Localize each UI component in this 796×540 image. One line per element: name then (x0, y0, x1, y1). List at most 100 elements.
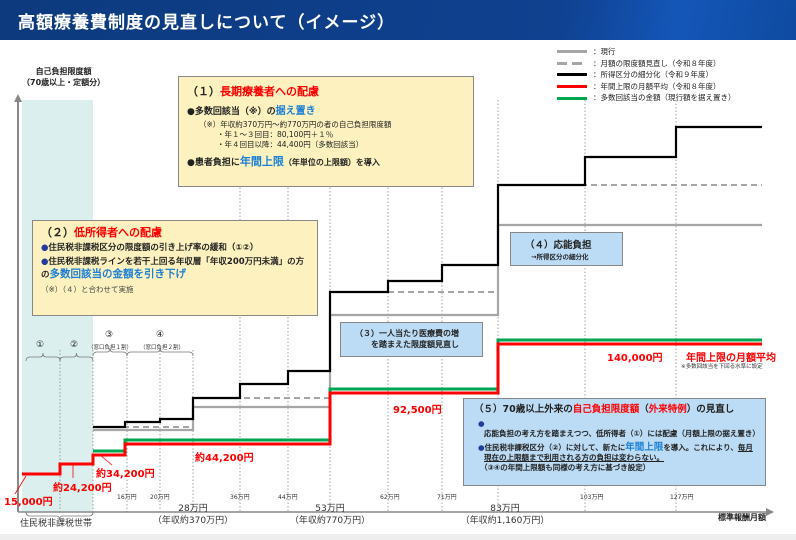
value-label-44200: 約44,200円 (195, 453, 254, 464)
box1-bullet1: ●多数回該当（※）の (187, 107, 276, 117)
x-axis-label: 標準報酬月額 (718, 513, 766, 522)
box4-sub: →所得区分の細分化 (531, 253, 589, 261)
box1-note2: ・年１～３回目：80,100円＋１％ (217, 130, 334, 139)
bracket (126, 347, 194, 357)
box1-bullet1-em: 据え置き (275, 106, 316, 117)
box5-bullet2-underline: 毎月現在の上限額まで利用される方の負担は変わらない。 (484, 443, 753, 462)
header-banner: 高額療養費制度の見直しについて（イメージ） (0, 0, 796, 40)
bracket-label-4: ④ (156, 330, 165, 340)
annual-cap-note: ※多数回該当を下回る水準に設定 (681, 364, 763, 370)
subdivided-line (93, 125, 762, 429)
major-tick-83-bottom: （年収約1,160万円） (460, 516, 550, 526)
box5-h-post: ）の見直し (686, 404, 735, 415)
box1-note3: ・年４回目以降：44,400円（多数回該当） (217, 140, 364, 149)
box5-h-em2: 外来特例 (648, 404, 687, 415)
legend-swatch-icon (557, 50, 587, 54)
box5-bullet2-mid: を導入。これにより、 (663, 443, 738, 452)
x-tick-label: 20万円 (150, 494, 170, 501)
box2-note: （※）（４）と合わせて実施 (41, 285, 134, 294)
legend-label: ：所得区分の細分化（令和９年度） (593, 70, 713, 80)
box2-heading: 低所得者への配慮 (74, 226, 162, 239)
box1-note1: （※）年収約370万円～約770万円の者の自己負担限度額 (199, 120, 392, 129)
legend-item: ：現行 (557, 46, 736, 58)
revised-monthly-line (93, 184, 762, 428)
x-tick-label: 16万円 (117, 494, 137, 501)
major-tick-83-top: 83万円 (490, 504, 520, 514)
box5-h-mid: （ (639, 404, 649, 415)
household-label: 住民税非課税世帯 (20, 519, 93, 529)
bracket (92, 347, 128, 357)
y-axis-label-line2: （70歳以上・定額分） (22, 78, 106, 87)
legend-label: ：月額の限度額見直し（令和８年度） (593, 58, 721, 68)
major-tick-53: 53万円 （年収約770万円） (265, 503, 395, 527)
box5-h-pre: （５）70歳以上外来の (474, 404, 573, 415)
legend-swatch-icon (557, 85, 587, 89)
box1-bullet2: ●患者負担に (187, 158, 240, 168)
box3-line2: を踏まえた限度額見直し (371, 340, 459, 349)
box5-bullet2-em: 年間上限 (625, 442, 664, 453)
bracket (25, 511, 94, 521)
bracket (59, 352, 94, 362)
legend: ：現行 ：月額の限度額見直し（令和８年度） ：所得区分の細分化（令和９年度）：年間上… (557, 46, 736, 104)
legend-label: ：多数回該当の金額（現行額を据え置き） (593, 93, 736, 103)
box2-bullet2: 住民税非課税ラインを若干上回る年収層「年収200万円未満」の方の (41, 257, 305, 280)
legend-swatch-icon (557, 96, 587, 100)
major-tick-28: 28万円 （年収約370万円） (128, 503, 258, 527)
major-tick-83: 83万円 （年収約1,160万円） (440, 503, 570, 527)
box5-note: （③④の年間上限額も同様の考え方に基づき設定） (480, 463, 651, 472)
y-axis-arrow-icon (14, 94, 22, 102)
legend-label: ：現行 (593, 47, 616, 56)
legend-item: ：年間上限の月額平均（令和８年度） (557, 81, 736, 93)
x-tick-label: 62万円 (380, 494, 400, 501)
box1-num: （１） (187, 85, 220, 98)
brackets (25, 347, 194, 521)
legend-swatch-icon (557, 61, 587, 65)
value-label-24200: 約24,200円 (53, 483, 112, 494)
value-label-92500: 92,500円 (393, 405, 442, 416)
x-tick-label: 127万円 (670, 494, 694, 501)
page-title: 高額療養費制度の見直しについて（イメージ） (18, 13, 396, 33)
major-tick-53-top: 53万円 (315, 504, 345, 514)
major-tick-28-top: 28万円 (178, 504, 208, 514)
box-long-term-patients: （１）長期療養者への配慮 ●多数回該当（※）の据え置き （※）年収約370万円～… (178, 76, 474, 187)
box3-line1: （３）一人当たり医療費の増 (355, 329, 459, 338)
x-axis-arrow-icon (766, 508, 774, 516)
box1-heading: 長期療養者への配慮 (220, 85, 319, 98)
box-outpatient-review: （５）70歳以上外来の自己負担限度額（外来特例）の見直し ●応能負担の考え方を踏… (463, 398, 766, 486)
value-label-15000: 15,000円 (4, 497, 53, 508)
x-tick-label: 103万円 (580, 494, 604, 501)
legend-swatch-icon (557, 73, 587, 77)
bracket (25, 352, 61, 362)
box2-bullet2-em: 多数回該当の金額を引き下げ (49, 268, 187, 280)
box5-bullet1: 応能負担の考え方を踏まえつつ、低所得者（①）には配慮（月額上限の据え置き） (484, 429, 760, 438)
y-axis-label-line1: 自己負担限度額 (35, 67, 92, 76)
box2-num: （２） (41, 226, 74, 239)
value-label-140000: 140,000円 (607, 353, 663, 364)
box-medical-cost-review: （３）一人当たり医療費の増 を踏まえた限度額見直し (340, 322, 483, 357)
bracket-label-3: ③ (105, 330, 114, 340)
legend-item: ：多数回該当の金額（現行額を据え置き） (557, 92, 736, 104)
box4-heading: （４）応能負担 (525, 240, 592, 251)
major-tick-53-bottom: （年収約770万円） (289, 516, 371, 526)
bracket-sub-4: （窓口負担２割） (140, 345, 185, 351)
legend-item: ：所得区分の細分化（令和９年度） (557, 69, 736, 81)
annual-cap-label: 年間上限の月額平均 (686, 353, 776, 364)
box-low-income: （２）低所得者への配慮 ●住民税非課税区分の限度額の引き上げ率の緩和（①②） ●… (32, 220, 318, 316)
legend-item: ：月額の限度額見直し（令和８年度） (557, 58, 736, 70)
x-tick-label: 36万円 (230, 494, 250, 501)
footer-strip (0, 534, 796, 540)
major-tick-28-bottom: （年収約370万円） (152, 516, 234, 526)
box-ability-to-pay: （４）応能負担 →所得区分の細分化 (510, 232, 623, 266)
y-axis-label: 自己負担限度額 （70歳以上・定額分） (22, 66, 105, 88)
box1-bullet2-post: （年単位の上限額）を導入 (283, 158, 380, 167)
legend-label: ：年間上限の月額平均（令和８年度） (593, 81, 721, 91)
annual-cap-line (22, 342, 762, 476)
value-label-34200: 約34,200円 (96, 469, 155, 480)
box5-bullet2: 住民税非課税区分（②）に対して、新たに (484, 443, 626, 452)
box2-bullet1: 住民税非課税区分の限度額の引き上げ率の緩和（①②） (48, 243, 259, 253)
x-tick-label: 71万円 (437, 494, 457, 501)
bracket-label-2: ② (70, 340, 79, 350)
x-tick-label: 44万円 (278, 494, 298, 501)
box1-bullet2-em: 年間上限 (239, 155, 284, 168)
bracket-sub-3: （窓口負担１割） (88, 345, 133, 351)
